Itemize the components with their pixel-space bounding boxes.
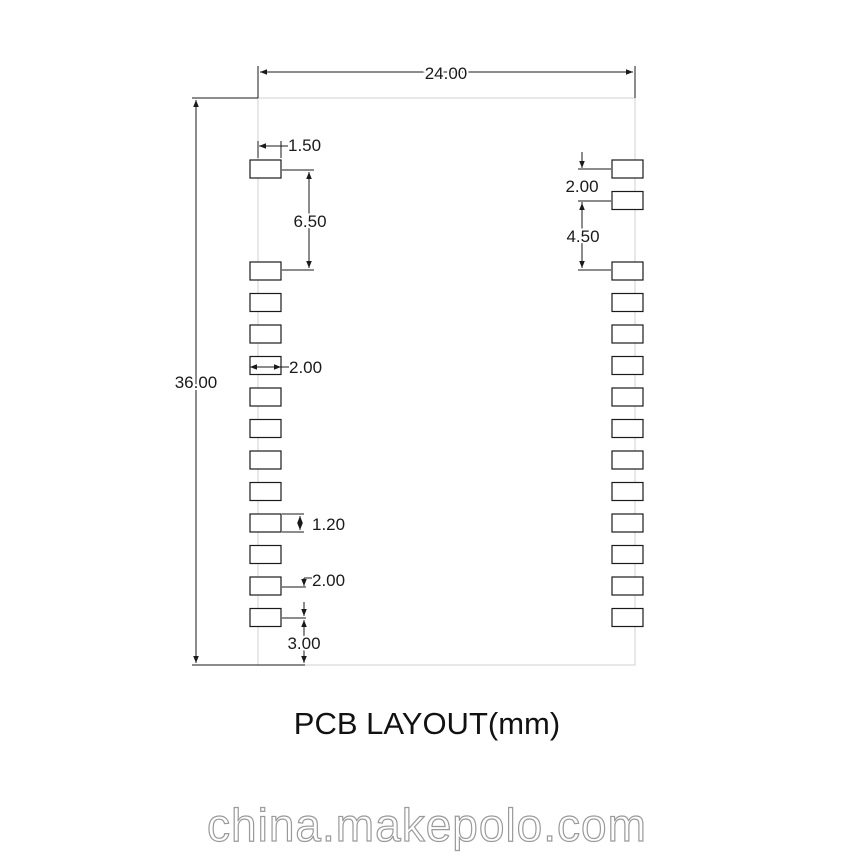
left-pad (249, 513, 282, 533)
width-label: 24.00 (425, 64, 468, 83)
left-pad (249, 450, 282, 470)
first-pad-gap-right-dimension (578, 203, 611, 271)
left-pad (249, 261, 282, 281)
pad-length-label: 2.00 (289, 358, 322, 377)
width-dimension (257, 66, 636, 98)
left-pad (249, 607, 282, 628)
right-pad (611, 355, 644, 376)
pad-width-dimension (257, 141, 288, 158)
right-pad (611, 324, 644, 344)
right-pad-column (611, 159, 644, 628)
right-pad (611, 576, 644, 596)
bottom-margin-dimension (282, 617, 307, 663)
right-pad (611, 450, 644, 470)
left-pad (249, 292, 282, 313)
board-outline (257, 97, 636, 666)
right-pad (611, 261, 644, 281)
right-pad (611, 387, 644, 407)
left-pad-column (249, 159, 282, 628)
right-top-pad (611, 190, 644, 211)
bottom-margin-label: 3.00 (287, 634, 320, 653)
right-pad (611, 513, 644, 533)
pad-pitch-label: 2.00 (312, 571, 345, 590)
left-pad (249, 481, 282, 502)
first-pad-gap-left-label: 6.50 (293, 212, 326, 231)
pad-width-label: 1.50 (288, 136, 321, 155)
height-dimension (192, 97, 305, 666)
pad-height-label: 1.20 (312, 515, 345, 534)
watermark: china.makepolo.com (206, 798, 647, 851)
left-pad (249, 418, 282, 439)
left-pad (249, 324, 282, 344)
height-label: 36.00 (175, 373, 218, 392)
left-pad (249, 544, 282, 565)
first-pad-gap-right-label: 4.50 (566, 227, 599, 246)
right-pad (611, 607, 644, 628)
right-pad (611, 292, 644, 313)
right-top-pad (611, 159, 644, 179)
left-top-pad (249, 159, 282, 179)
right-pad (611, 544, 644, 565)
right-pad (611, 481, 644, 502)
left-pad (249, 576, 282, 596)
first-pad-gap-left-dimension (282, 169, 314, 271)
diagram-caption: PCB LAYOUT(mm) (293, 706, 561, 741)
left-pad (249, 387, 282, 407)
pad-pitch-dimension (282, 577, 312, 616)
pad-pitch-right-label: 2.00 (565, 177, 598, 196)
left-pad (249, 355, 282, 376)
pad-height-dimension (282, 513, 304, 533)
right-pad (611, 418, 644, 439)
